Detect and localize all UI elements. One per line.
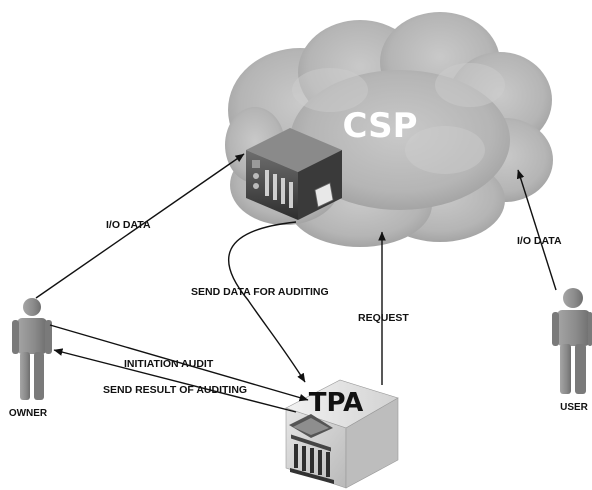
owner-actor: OWNER <box>9 298 52 419</box>
csp-cloud: CSP <box>225 12 553 247</box>
arrow-tpa-result-to-owner <box>53 348 297 413</box>
label-send-result-of-auditing: SEND RESULT OF AUDITING <box>103 384 247 396</box>
tpa-box: TPA <box>285 379 399 489</box>
arrow-user-to-csp <box>516 169 557 291</box>
label-initiation-audit: INITIATION AUDIT <box>124 358 214 370</box>
csp-title: CSP <box>343 106 418 146</box>
label-user-io-data: I/O DATA <box>517 235 562 247</box>
arrow-owner-to-csp <box>35 153 245 299</box>
user-actor: USER <box>552 288 592 413</box>
arrow-send-data-for-auditing <box>227 221 306 383</box>
arrows <box>35 153 557 413</box>
arrow-owner-initiation-audit <box>49 324 309 402</box>
label-owner-io-data: I/O DATA <box>106 219 151 231</box>
bank-icon <box>289 414 334 484</box>
user-label: USER <box>560 402 589 413</box>
server-icon <box>246 128 342 220</box>
owner-label: OWNER <box>9 408 48 419</box>
label-request: REQUEST <box>358 312 409 324</box>
label-send-data-for-auditing: SEND DATA FOR AUDITING <box>191 286 329 298</box>
tpa-title: TPA <box>309 388 364 418</box>
